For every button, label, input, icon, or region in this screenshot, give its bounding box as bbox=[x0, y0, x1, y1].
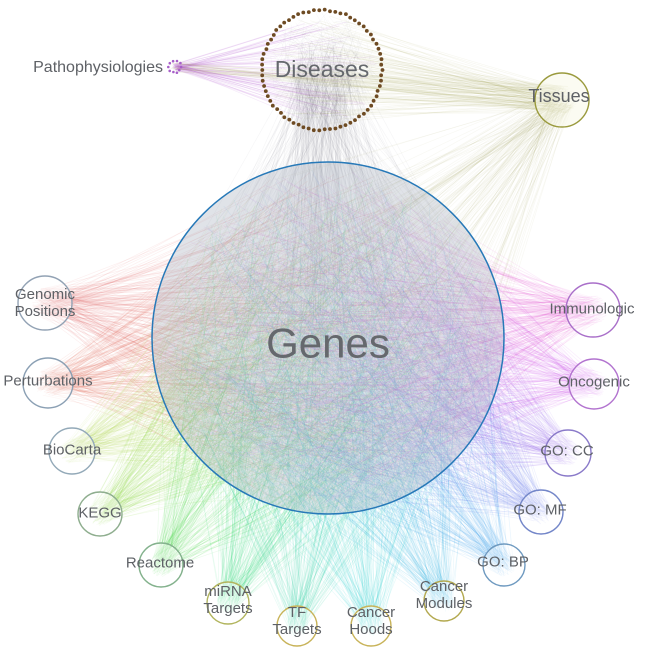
node-circle-kegg[interactable] bbox=[77, 491, 123, 537]
node-circle-mirna-targets[interactable] bbox=[206, 581, 250, 625]
node-circle-genes[interactable] bbox=[151, 161, 505, 515]
node-circle-reactome[interactable] bbox=[138, 542, 184, 588]
node-ring-diseases[interactable] bbox=[260, 7, 385, 133]
node-circle-genomic-positions[interactable] bbox=[17, 275, 73, 331]
node-ring-pathophysiologies[interactable] bbox=[167, 59, 183, 74]
node-circle-biocarta[interactable] bbox=[48, 427, 96, 475]
node-circle-go-mf[interactable] bbox=[518, 489, 564, 535]
node-circle-oncogenic[interactable] bbox=[568, 358, 620, 410]
node-circle-perturbations[interactable] bbox=[22, 357, 74, 409]
diseases-inner-mesh bbox=[262, 11, 381, 130]
node-circle-tissues[interactable] bbox=[534, 72, 590, 128]
node-circle-cancer-modules[interactable] bbox=[423, 580, 465, 622]
edge-fans bbox=[32, 15, 608, 636]
node-circle-go-cc[interactable] bbox=[544, 429, 592, 477]
node-circle-cancer-hoods[interactable] bbox=[350, 605, 392, 647]
node-circle-go-bp[interactable] bbox=[482, 543, 526, 587]
node-circle-tf-targets[interactable] bbox=[276, 605, 318, 647]
node-circle-immunologic[interactable] bbox=[565, 282, 621, 338]
